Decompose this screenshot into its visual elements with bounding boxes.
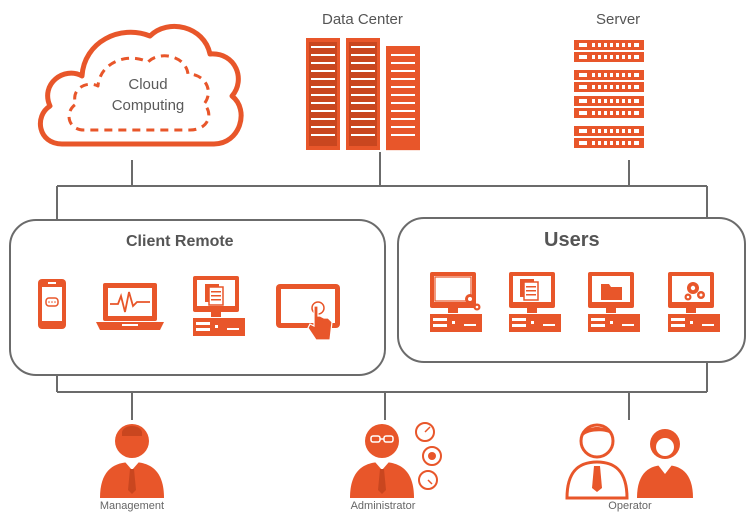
desktop-documents-icon (509, 272, 561, 332)
smartphone-icon (38, 279, 66, 329)
gauge-icon (415, 422, 442, 490)
cloud-label-line1: Cloud (128, 76, 168, 93)
operator-male-person-icon (565, 423, 629, 500)
server-icon (574, 40, 644, 148)
users-panel (397, 217, 746, 363)
cloud-computing-label: Cloud Computing (100, 74, 196, 116)
management-person-icon (100, 424, 164, 498)
desktop-documents-icon (193, 276, 245, 336)
operator-label: Operator (608, 500, 652, 512)
administrator-label: Administrator (350, 500, 416, 512)
desktop-folder-icon (588, 272, 640, 332)
connector-lines (56, 152, 708, 420)
administrator-person-icon (350, 424, 414, 498)
cloud-computing-icon (38, 23, 244, 147)
server-label: Server (596, 11, 641, 28)
data-center-label: Data Center (322, 11, 403, 28)
cloud-label-line2: Computing (111, 97, 185, 114)
management-label: Management (99, 500, 165, 512)
client-remote-title: Client Remote (126, 233, 234, 250)
users-title: Users (544, 229, 600, 251)
tablet-touch-icon (276, 284, 340, 341)
operator-female-person-icon (637, 429, 693, 498)
laptop-icon (96, 283, 164, 330)
data-center-icon (306, 38, 420, 151)
desktop-gears-icon (668, 272, 720, 332)
desktop-gear-icon (430, 272, 482, 332)
